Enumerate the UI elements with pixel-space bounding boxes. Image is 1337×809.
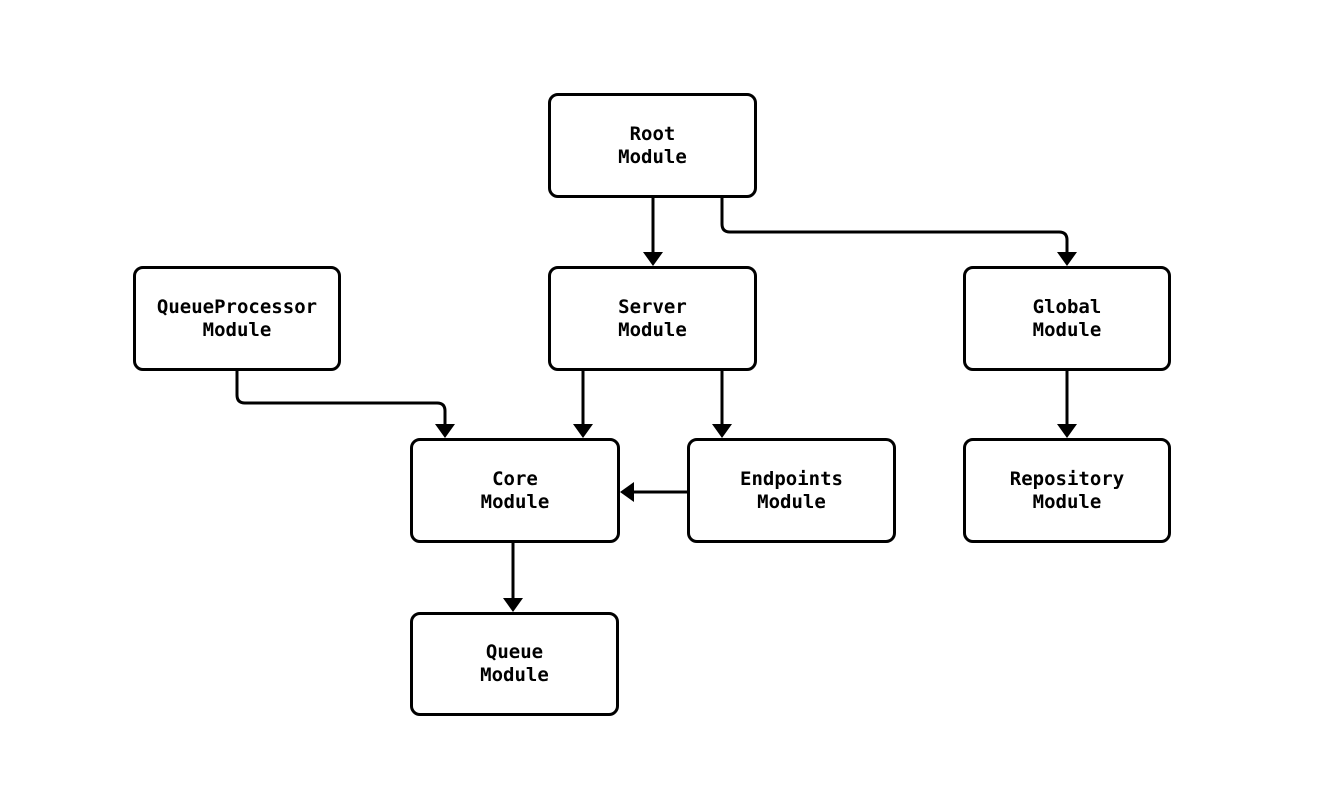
node-label-line: Endpoints [740,467,843,490]
node-label-line: Module [1032,318,1102,341]
node-label-line: Module [480,664,549,686]
arrowhead-icon [620,482,634,502]
arrowhead-icon [503,598,523,612]
node-label-line: Module [202,318,272,341]
edge-line [235,371,447,425]
node-label-line: Root [629,122,676,145]
edge-endpoints-to-core [620,482,687,502]
arrowhead-icon [573,424,593,438]
node-label-line: Core [492,467,538,490]
edge-queueprocessor-to-core [235,371,455,438]
edge-line [720,198,1069,253]
arrowhead-icon [1057,424,1077,438]
node-label-line: Server [618,295,687,318]
arrowhead-icon [1057,252,1077,266]
node-label-line: Module [618,318,687,341]
edge-root-to-global [720,198,1077,266]
edge-global-to-repository [1057,371,1077,438]
arrowhead-icon [435,424,455,438]
node-label-line: QueueProcessor [156,295,318,318]
edge-server-to-core [573,371,593,438]
node-label-line: Module [1032,490,1102,513]
arrowhead-icon [712,424,732,438]
arrowhead-icon [643,252,663,266]
node-label-line: Queue [485,641,544,663]
edge-root-to-server [643,198,663,266]
node-label-line: Repository [1009,467,1125,490]
node-label-line: Module [757,490,826,513]
node-label-line: Module [618,145,687,168]
edge-server-to-endpoints [712,371,732,438]
node-label-line: Module [480,490,550,513]
edge-core-to-queue [503,543,523,612]
node-label-line: Global [1032,295,1102,318]
